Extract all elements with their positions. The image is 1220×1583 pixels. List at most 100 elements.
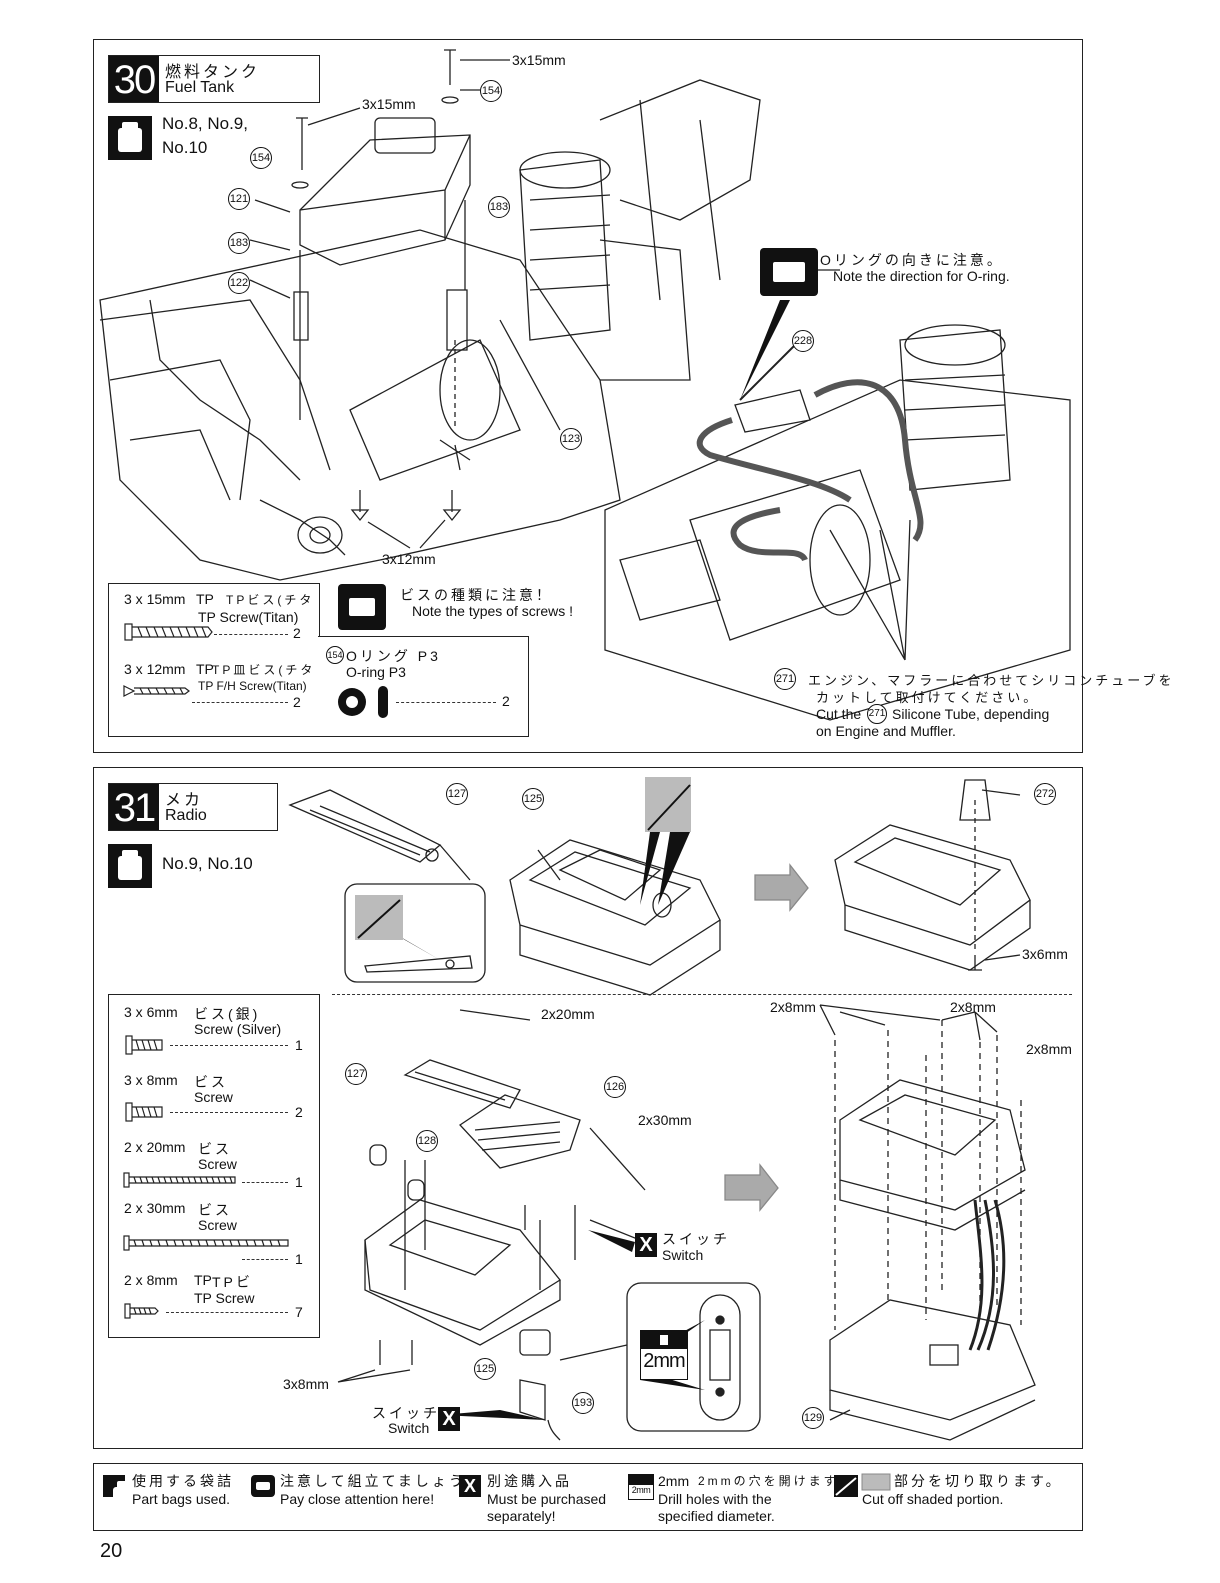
screw-label-3x8: 3x8mm bbox=[283, 1376, 329, 1392]
step-title-en: Radio bbox=[165, 807, 207, 824]
screw-en: Screw bbox=[198, 1156, 237, 1172]
drill-icon: 2mm bbox=[640, 1330, 688, 1380]
screw-label-3x15-top: 3x15mm bbox=[512, 52, 566, 68]
screw-label-2x8: 2x8mm bbox=[770, 999, 816, 1015]
screw-size: 3 x 12mm bbox=[124, 661, 186, 677]
qty-leader bbox=[170, 1112, 288, 1113]
screw-qty: 7 bbox=[295, 1304, 303, 1320]
attention-hand-icon bbox=[251, 1475, 275, 1497]
switch-jp: スイッチ bbox=[372, 1405, 440, 1421]
screw-jp: ビス bbox=[198, 1202, 232, 1218]
section-divider bbox=[332, 994, 1072, 995]
screw-size: 2 x 30mm bbox=[124, 1200, 186, 1216]
qty-leader bbox=[166, 1312, 288, 1313]
switch-en: Switch bbox=[388, 1420, 430, 1436]
step-title-jp: 燃料タンク bbox=[165, 64, 261, 81]
screw-label-3x6: 3x6mm bbox=[1022, 946, 1068, 962]
bag-numbers: No.9, No.10 bbox=[162, 854, 253, 873]
legend-en: Part bags used. bbox=[132, 1491, 231, 1507]
oring-en: O-ring P3 bbox=[346, 664, 406, 680]
screw-label-3x15-left: 3x15mm bbox=[362, 96, 416, 112]
bag-icon bbox=[108, 116, 152, 160]
part-129: 129 bbox=[802, 1407, 824, 1429]
drill-size: 2mm bbox=[631, 1485, 651, 1495]
step-31-screw-list bbox=[108, 994, 320, 1338]
oring-jp: Oリング P3 bbox=[346, 648, 441, 664]
part-193: 193 bbox=[572, 1392, 594, 1414]
silicone-note-jp-line1: エンジン、マフラーに合わせてシリコンチューブを bbox=[808, 673, 1175, 688]
screw-size: 3 x 15mm bbox=[124, 591, 186, 607]
screw-jp: ビス(銀) bbox=[194, 1006, 261, 1022]
screw-note-en: Note the types of screws ! bbox=[412, 603, 574, 619]
step-30-oring-box bbox=[318, 636, 529, 737]
screw-label-2x8: 2x8mm bbox=[1026, 1041, 1072, 1057]
screw-size: 3 x 8mm bbox=[124, 1072, 178, 1088]
screw-en: TP F/H Screw(Titan) bbox=[198, 679, 307, 693]
legend-en: Cut off shaded portion. bbox=[862, 1491, 1004, 1507]
screw-prefix: TP bbox=[196, 591, 214, 607]
part-121: 121 bbox=[228, 188, 250, 210]
oring-note-jp: Oリングの向きに注意。 bbox=[820, 252, 1004, 268]
drill-size: 2mm bbox=[643, 1350, 685, 1372]
legend-jp: 部分を切り取ります。 bbox=[894, 1473, 1063, 1489]
step-number: 31 bbox=[109, 784, 159, 830]
part-125: 125 bbox=[474, 1358, 496, 1380]
screw-en: TP Screw(Titan) bbox=[198, 609, 299, 625]
screw-jp: TPビス bbox=[212, 1274, 252, 1290]
part-128: 128 bbox=[416, 1130, 438, 1152]
screw-en: Screw bbox=[198, 1217, 237, 1233]
legend-jp: 別途購入品 bbox=[487, 1473, 572, 1489]
legend-en: separately! bbox=[487, 1508, 556, 1524]
purchase-separately-icon: X bbox=[459, 1475, 481, 1497]
screw-label-3x12: 3x12mm bbox=[382, 551, 436, 567]
part-183-right: 183 bbox=[488, 196, 510, 218]
step-number: 30 bbox=[109, 56, 159, 102]
screw-jp: TP皿ビス(チタン) bbox=[212, 663, 316, 677]
switch-en: Switch bbox=[662, 1247, 704, 1263]
screw-label-2x30: 2x30mm bbox=[638, 1112, 692, 1128]
screw-en: Screw bbox=[194, 1089, 233, 1105]
step-title-jp: メカ bbox=[165, 792, 204, 809]
screw-jp: ビス bbox=[198, 1141, 232, 1157]
screw-jp: TPビス(チタン) bbox=[226, 593, 316, 607]
part-271: 271 bbox=[774, 668, 796, 690]
screw-label-2x20: 2x20mm bbox=[541, 1006, 595, 1022]
step-30-header: 30 燃料タンク Fuel Tank bbox=[108, 55, 320, 103]
screw-size: 3 x 6mm bbox=[124, 1004, 178, 1020]
screw-en: Screw (Silver) bbox=[194, 1021, 282, 1037]
screw-qty: 1 bbox=[295, 1037, 303, 1053]
legend-jp: 注意して組立てましょう。 bbox=[280, 1473, 483, 1489]
screw-en: TP Screw bbox=[194, 1290, 255, 1306]
screw-label-2x8: 2x8mm bbox=[950, 999, 996, 1015]
silicone-note-en-3: on Engine and Muffler. bbox=[816, 723, 956, 739]
legend-head: 2mm bbox=[658, 1473, 690, 1489]
part-272: 272 bbox=[1034, 783, 1056, 805]
purchase-separately-icon: X bbox=[438, 1407, 460, 1431]
legend-en: specified diameter. bbox=[658, 1508, 775, 1524]
part-125-top: 125 bbox=[522, 788, 544, 810]
part-154-left: 154 bbox=[250, 147, 272, 169]
screw-prefix: TP bbox=[196, 661, 214, 677]
purchase-separately-icon: X bbox=[635, 1233, 657, 1257]
oring-part-number: 154 bbox=[326, 646, 344, 664]
qty-leader bbox=[192, 702, 288, 703]
legend-jp: 2mmの穴を開けます。 bbox=[698, 1474, 853, 1488]
part-228: 228 bbox=[792, 330, 814, 352]
part-127: 127 bbox=[345, 1063, 367, 1085]
screw-prefix: TP bbox=[194, 1272, 212, 1288]
qty-leader bbox=[396, 702, 496, 703]
silicone-note-en-1: Cut the bbox=[816, 706, 862, 722]
screw-note-jp: ビスの種類に注意！ bbox=[400, 587, 553, 603]
screw-qty: 2 bbox=[293, 694, 301, 710]
qty-leader bbox=[242, 1182, 288, 1183]
switch-jp: スイッチ bbox=[662, 1231, 730, 1247]
legend-jp: 使用する袋詰 bbox=[132, 1473, 234, 1489]
attention-hand-icon bbox=[760, 248, 818, 296]
qty-leader bbox=[242, 1259, 288, 1260]
attention-hand-icon bbox=[338, 584, 386, 630]
